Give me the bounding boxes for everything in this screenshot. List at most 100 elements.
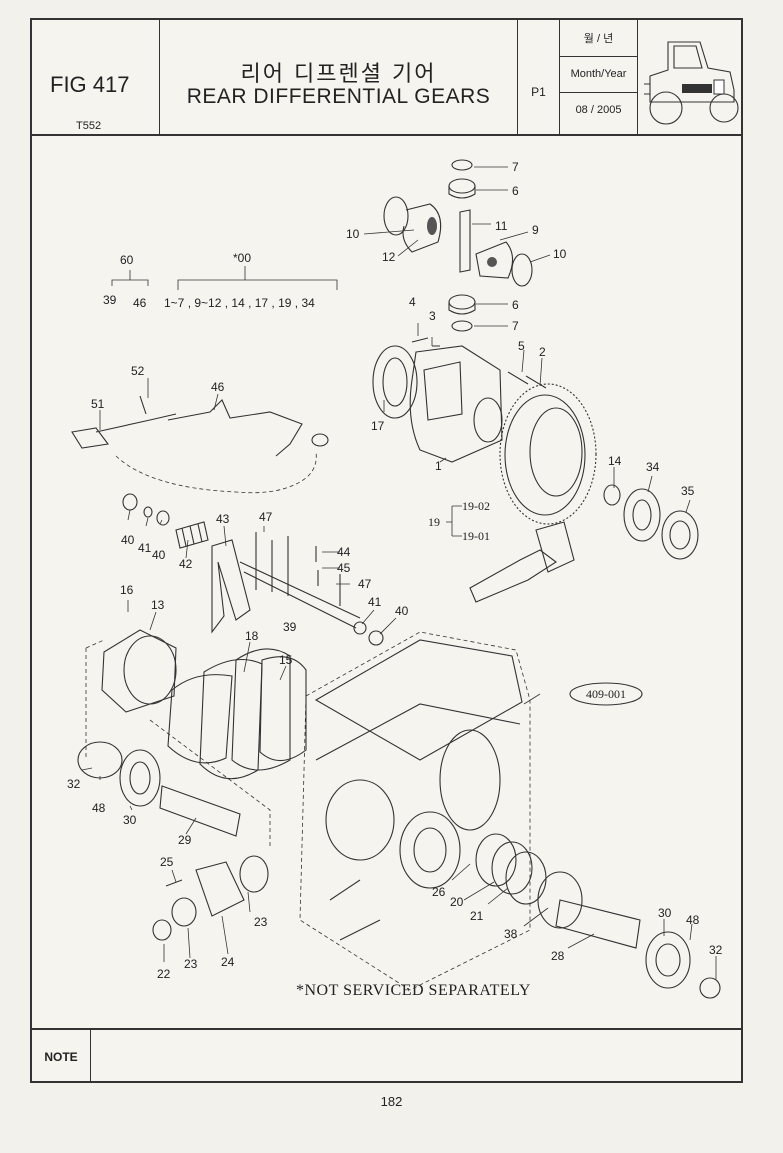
callout-47: 47	[358, 577, 372, 591]
callout-24: 24	[221, 955, 235, 969]
callout-52: 52	[131, 364, 145, 378]
callout-21: 21	[470, 909, 484, 923]
callout-5: 5	[518, 339, 525, 353]
callout-28: 28	[551, 949, 565, 963]
kit-child-19-02: 19-02	[462, 499, 490, 513]
date-label-korean: 월 / 년	[583, 33, 614, 45]
oring-stack	[475, 833, 583, 929]
callout-48: 48	[92, 801, 106, 815]
shift-fork	[211, 539, 361, 634]
footnote: *NOT SERVICED SEPARATELY	[296, 982, 531, 999]
callout-39: 39	[283, 620, 297, 634]
model-code: T552	[76, 120, 102, 132]
callout-6: 6	[512, 298, 519, 312]
brake-housing	[85, 629, 271, 846]
pins-44-45-47	[255, 532, 341, 606]
callout-14: 14	[608, 454, 622, 468]
callout-23: 23	[184, 957, 198, 971]
callout-10: 10	[553, 247, 567, 261]
callout-409-001: 409-001	[569, 682, 643, 706]
callout-34: 34	[646, 460, 660, 474]
callout-10: 10	[346, 227, 360, 241]
callout-9: 9	[532, 223, 539, 237]
callout-35: 35	[681, 484, 695, 498]
kit-group-60: 60 39 46	[103, 253, 149, 310]
side-gear-left	[383, 196, 442, 253]
spring	[175, 521, 209, 549]
callout-46: 46	[211, 380, 225, 394]
transmission-case	[299, 631, 531, 991]
date-label-english: Month/Year	[570, 68, 627, 80]
pinion-gear	[448, 178, 476, 315]
kit-child-39: 39	[103, 293, 117, 307]
callout-22: 22	[157, 967, 171, 981]
callouts: 7 6 11 9 10 10 12 4 3 6 7 5 2 17 1 14 34…	[67, 160, 723, 981]
callout-7: 7	[512, 160, 519, 174]
kit-group-00: *00 1~7 , 9~12 , 14 , 17 , 19 , 34	[164, 251, 338, 310]
callout-1: 1	[435, 459, 442, 473]
callout-45: 45	[337, 561, 351, 575]
callout-409-001-text: 409-001	[586, 687, 626, 701]
kit-contents-00: 1~7 , 9~12 , 14 , 17 , 19 , 34	[164, 296, 315, 310]
diff-case	[372, 337, 503, 463]
brake-discs	[167, 648, 307, 780]
bearing-housing-24	[152, 855, 269, 941]
kit-label-00: *00	[233, 251, 251, 265]
axle-right	[555, 899, 721, 999]
kit-child-46: 46	[133, 296, 147, 310]
callout-32: 32	[67, 777, 81, 791]
brake-rod	[115, 399, 329, 494]
date-value: 08 / 2005	[575, 104, 622, 116]
page-code: P1	[531, 85, 546, 99]
callout-42: 42	[179, 557, 193, 571]
callout-44: 44	[337, 545, 351, 559]
callout-6: 6	[512, 184, 519, 198]
callout-40: 40	[395, 604, 409, 618]
callout-51: 51	[91, 397, 105, 411]
callout-23: 23	[254, 915, 268, 929]
callout-41: 41	[138, 541, 152, 555]
callout-2: 2	[539, 345, 546, 359]
callout-40: 40	[152, 548, 166, 562]
callout-12: 12	[382, 250, 396, 264]
ring-gear	[499, 383, 597, 525]
kit-group-19: 19 19-02 19-01	[428, 499, 490, 543]
dowel-pins	[507, 371, 547, 389]
kit-child-19-01: 19-01	[462, 529, 490, 543]
note-row: NOTE	[32, 1028, 741, 1083]
drive-pinion-shaft	[469, 521, 575, 603]
callout-20: 20	[450, 895, 464, 909]
callout-48: 48	[686, 913, 700, 927]
exploded-diagram: 60 39 46 *00 1~7 , 9~12 , 14 , 17 , 19 ,…	[67, 159, 723, 999]
callout-30: 30	[658, 906, 672, 920]
kit-label-60: 60	[120, 253, 134, 267]
tractor-cell	[638, 20, 745, 134]
axle-left	[77, 741, 241, 837]
title-cell: 리어 디프렌셜 기어 REAR DIFFERENTIAL GEARS	[160, 20, 518, 134]
kit-label-19: 19	[428, 515, 440, 529]
page-code-cell: P1	[518, 20, 560, 134]
thrust-washer	[451, 159, 473, 332]
callout-32: 32	[709, 943, 723, 957]
callout-38: 38	[504, 927, 518, 941]
fig-number: FIG 417	[50, 72, 130, 97]
callout-40: 40	[121, 533, 135, 547]
callout-18: 18	[245, 629, 259, 643]
callout-3: 3	[429, 309, 436, 323]
callout-43: 43	[216, 512, 230, 526]
fig-cell: FIG 417 T552	[32, 20, 160, 134]
callout-26: 26	[432, 885, 446, 899]
callout-47: 47	[259, 510, 273, 524]
title-english: REAR DIFFERENTIAL GEARS	[186, 85, 491, 108]
side-gear-right	[475, 241, 533, 287]
callout-16: 16	[120, 583, 134, 597]
date-cell: 월 / 년 Month/Year 08 / 2005	[560, 20, 638, 134]
callout-29: 29	[178, 833, 192, 847]
callout-30: 30	[123, 813, 137, 827]
cross-shaft	[459, 209, 471, 273]
callout-25: 25	[160, 855, 174, 869]
page-number: 182	[380, 1094, 403, 1109]
callout-17: 17	[371, 419, 385, 433]
tractor-icon	[644, 41, 739, 125]
callout-13: 13	[151, 598, 165, 612]
